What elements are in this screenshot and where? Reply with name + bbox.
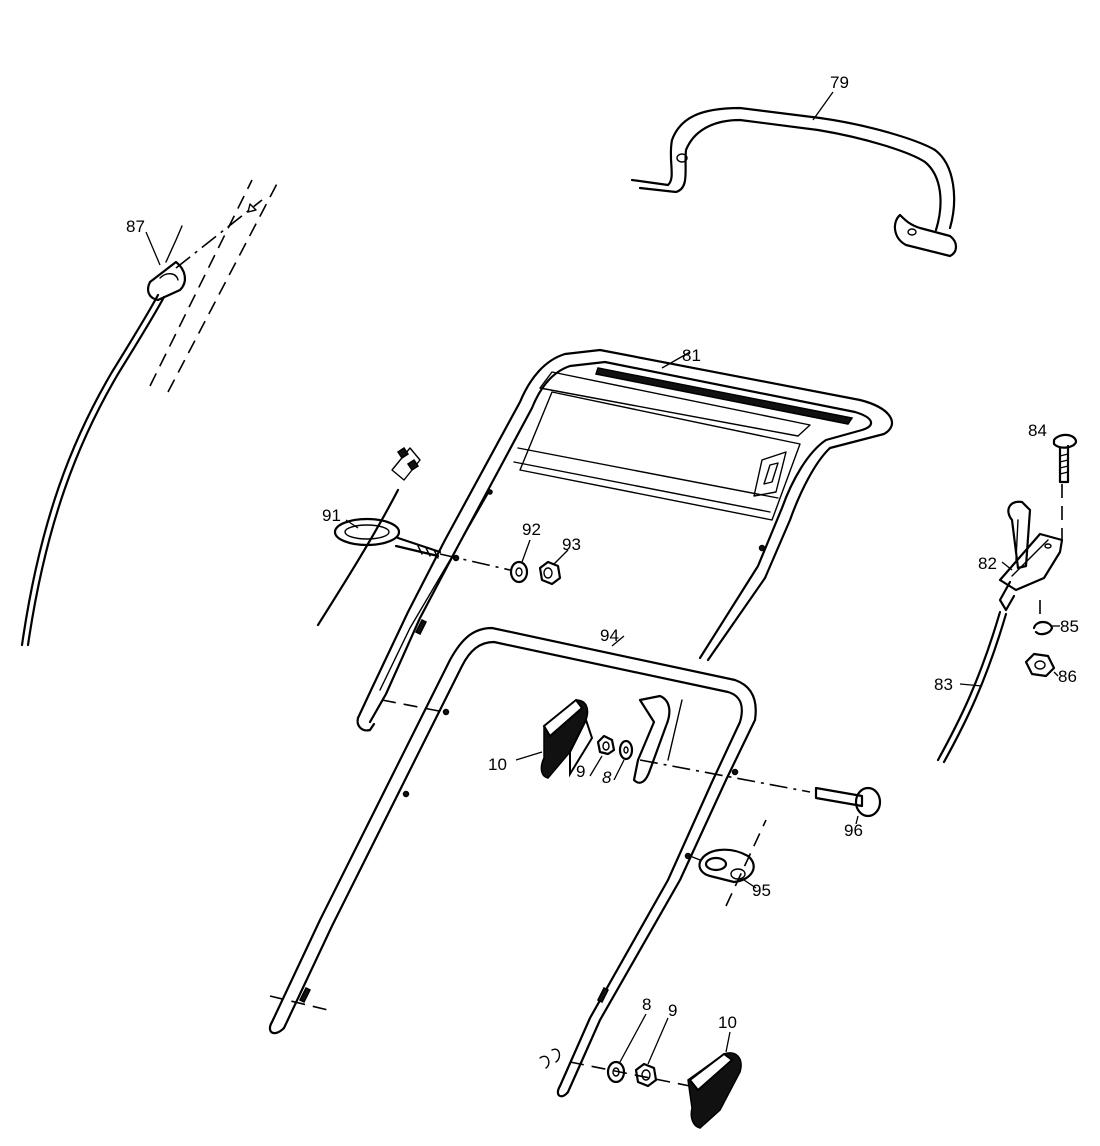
- part-10-knob-lower: [687, 1031, 742, 1129]
- part-82-lever-bracket: [998, 500, 1064, 612]
- label-85: 85: [1060, 617, 1079, 636]
- part-81-upper-handle: [356, 348, 894, 732]
- label-10-lower: 10: [718, 1013, 737, 1032]
- label-93: 93: [562, 535, 581, 554]
- label-9-lower: 9: [668, 1001, 677, 1020]
- part-8-washer-upper: [613, 739, 634, 781]
- label-84: 84: [1028, 421, 1047, 440]
- lower-axis-line: [539, 1048, 691, 1087]
- part-9-nut-upper: [589, 734, 616, 777]
- callout-labels: 79 87 81 84 91 92 93 82 94 85 83 86 10 9…: [126, 73, 1079, 1032]
- label-9-upper: 9: [576, 762, 585, 781]
- part-86-nut: [1024, 652, 1059, 678]
- part-84-screw: [1052, 433, 1078, 540]
- part-94-lower-handle: [268, 626, 757, 1098]
- part-92-washer: [509, 539, 531, 584]
- part-96-bolt: [639, 759, 882, 825]
- label-96: 96: [844, 821, 863, 840]
- label-8-lower: 8: [642, 995, 651, 1014]
- part-95-clamp: [689, 819, 767, 907]
- label-92: 92: [522, 520, 541, 539]
- label-10-upper: 10: [488, 755, 507, 774]
- part-91-eye-bolt: [316, 446, 511, 627]
- label-8-upper: 8: [602, 768, 612, 787]
- part-9-nut-lower: [634, 1017, 669, 1088]
- part-8-washer-lower: [606, 1013, 647, 1084]
- label-95: 95: [752, 881, 771, 900]
- part-10-knob-upper: [515, 698, 594, 779]
- label-83: 83: [934, 675, 953, 694]
- label-81: 81: [682, 346, 701, 365]
- part-93-nut: [538, 549, 569, 586]
- part-85-circlip: [1032, 600, 1060, 636]
- label-82: 82: [978, 554, 997, 573]
- label-94: 94: [600, 626, 619, 645]
- part-79-bail-bar: [630, 91, 958, 258]
- label-86: 86: [1058, 667, 1077, 686]
- part-87-cable-clip: [20, 177, 281, 647]
- label-87: 87: [126, 217, 145, 236]
- label-91: 91: [322, 506, 341, 525]
- part-83-cable: [936, 610, 1008, 764]
- label-79: 79: [830, 73, 849, 92]
